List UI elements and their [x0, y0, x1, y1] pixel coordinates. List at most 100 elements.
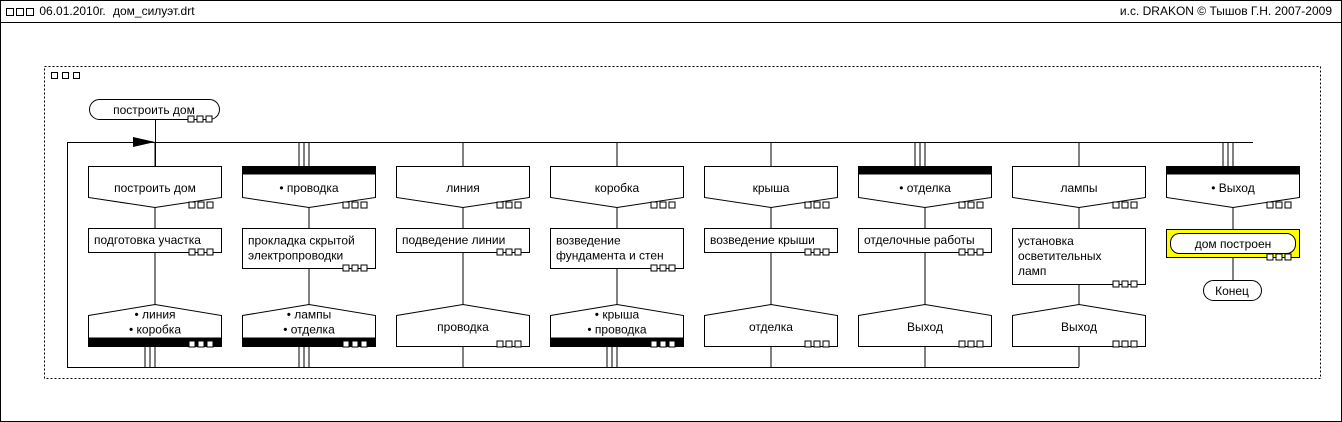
action-box[interactable]	[550, 228, 684, 269]
shape-marker-icon[interactable]	[1121, 280, 1129, 288]
shape-label: установка	[1018, 234, 1074, 248]
shape-marker-icon[interactable]	[1112, 201, 1120, 209]
branch-head-shape[interactable]	[550, 166, 684, 209]
shape-marker-icon[interactable]	[505, 340, 513, 348]
shape-marker-icon[interactable]	[351, 201, 359, 209]
shape-marker-icon[interactable]	[197, 340, 205, 348]
shape-marker-icon[interactable]	[342, 264, 350, 272]
shape-marker-icon[interactable]	[804, 248, 812, 256]
shape-marker-icon[interactable]	[351, 264, 359, 272]
address-marker-bar	[242, 337, 376, 347]
shape-marker-icon[interactable]	[505, 248, 513, 256]
shape-marker-icon[interactable]	[1284, 201, 1292, 209]
shape-marker-icon[interactable]	[976, 248, 984, 256]
branch-head-shape[interactable]	[704, 166, 838, 209]
shape-marker-icon[interactable]	[813, 248, 821, 256]
shape-marker-icon[interactable]	[196, 115, 204, 123]
shape-marker-icon[interactable]	[822, 340, 830, 348]
shape-marker-icon[interactable]	[967, 340, 975, 348]
shape-marker-icon[interactable]	[206, 201, 214, 209]
start-terminator[interactable]	[89, 99, 220, 120]
shape-marker-icon[interactable]	[1112, 340, 1120, 348]
shape-marker-icon[interactable]	[514, 340, 522, 348]
window-control-icon[interactable]	[26, 7, 34, 16]
shape-label: • отделка	[899, 181, 951, 195]
shape-marker-icon[interactable]	[514, 248, 522, 256]
shape-label: лампы	[1060, 181, 1097, 195]
final-action-box[interactable]	[1170, 233, 1296, 254]
shape-marker-icon[interactable]	[668, 201, 676, 209]
shape-marker-icon[interactable]	[360, 264, 368, 272]
shape-marker-icon[interactable]	[188, 201, 196, 209]
shape-marker-icon[interactable]	[650, 340, 658, 348]
shape-label: прокладка скрытой	[248, 234, 355, 248]
shape-marker-icon[interactable]	[822, 248, 830, 256]
shape-marker-icon[interactable]	[967, 248, 975, 256]
shape-marker-icon[interactable]	[496, 340, 504, 348]
shape-marker-icon[interactable]	[1275, 253, 1283, 261]
shape-marker-icon[interactable]	[804, 201, 812, 209]
shape-marker-icon[interactable]	[650, 201, 658, 209]
branch-address-shape[interactable]	[1012, 303, 1146, 347]
shape-marker-icon[interactable]	[1266, 253, 1274, 261]
shape-marker-icon[interactable]	[1266, 201, 1274, 209]
window-control-icon[interactable]	[16, 7, 24, 16]
window-control-icon[interactable]	[6, 7, 14, 16]
action-box[interactable]	[242, 228, 376, 269]
shape-marker-icon[interactable]	[360, 340, 368, 348]
shape-marker-icon[interactable]	[1130, 340, 1138, 348]
shape-marker-icon[interactable]	[514, 201, 522, 209]
shape-marker-icon[interactable]	[187, 115, 195, 123]
shape-marker-icon[interactable]	[958, 340, 966, 348]
shape-marker-icon[interactable]	[505, 201, 513, 209]
shape-marker-icon[interactable]	[1121, 340, 1129, 348]
action-box[interactable]	[1012, 228, 1146, 285]
shape-marker-icon[interactable]	[496, 248, 504, 256]
branch-head-shape[interactable]	[88, 166, 222, 209]
end-terminator[interactable]	[1203, 280, 1262, 301]
shape-marker-icon[interactable]	[822, 201, 830, 209]
shape-marker-icon[interactable]	[813, 201, 821, 209]
branch-address-shape[interactable]	[704, 303, 838, 347]
shape-marker-icon[interactable]	[1130, 280, 1138, 288]
head-marker-bar	[858, 166, 992, 175]
shape-label: крыша	[753, 181, 790, 195]
shape-marker-icon[interactable]	[659, 340, 667, 348]
shape-marker-icon[interactable]	[1121, 201, 1129, 209]
shape-marker-icon[interactable]	[659, 201, 667, 209]
shape-marker-icon[interactable]	[976, 340, 984, 348]
shape-marker-icon[interactable]	[188, 248, 196, 256]
shape-marker-icon[interactable]	[1275, 201, 1283, 209]
shape-marker-icon[interactable]	[360, 201, 368, 209]
branch-head-shape[interactable]	[1012, 166, 1146, 209]
shape-marker-icon[interactable]	[650, 264, 658, 272]
shape-label: возведение	[556, 234, 621, 248]
shape-marker-icon[interactable]	[1284, 253, 1292, 261]
shape-marker-icon[interactable]	[958, 248, 966, 256]
shape-marker-icon[interactable]	[1130, 201, 1138, 209]
shape-marker-icon[interactable]	[205, 115, 213, 123]
shape-marker-icon[interactable]	[967, 201, 975, 209]
branch-address-shape[interactable]	[396, 303, 530, 347]
shape-marker-icon[interactable]	[496, 201, 504, 209]
shape-marker-icon[interactable]	[659, 264, 667, 272]
shape-marker-icon[interactable]	[197, 201, 205, 209]
shape-marker-icon[interactable]	[206, 248, 214, 256]
shape-marker-icon[interactable]	[976, 201, 984, 209]
branch-head-shape[interactable]	[396, 166, 530, 209]
shape-marker-icon[interactable]	[188, 340, 196, 348]
shape-marker-icon[interactable]	[197, 248, 205, 256]
document-date: 06.01.2010г.	[39, 4, 106, 18]
shape-marker-icon[interactable]	[1112, 280, 1120, 288]
shape-marker-icon[interactable]	[351, 340, 359, 348]
shape-marker-icon[interactable]	[804, 340, 812, 348]
shape-marker-icon[interactable]	[668, 340, 676, 348]
shape-marker-icon[interactable]	[958, 201, 966, 209]
shape-marker-icon[interactable]	[342, 201, 350, 209]
shape-marker-icon[interactable]	[668, 264, 676, 272]
shape-marker-icon[interactable]	[206, 340, 214, 348]
shape-marker-icon[interactable]	[813, 340, 821, 348]
branch-address-shape[interactable]	[858, 303, 992, 347]
shape-marker-icon[interactable]	[342, 340, 350, 348]
